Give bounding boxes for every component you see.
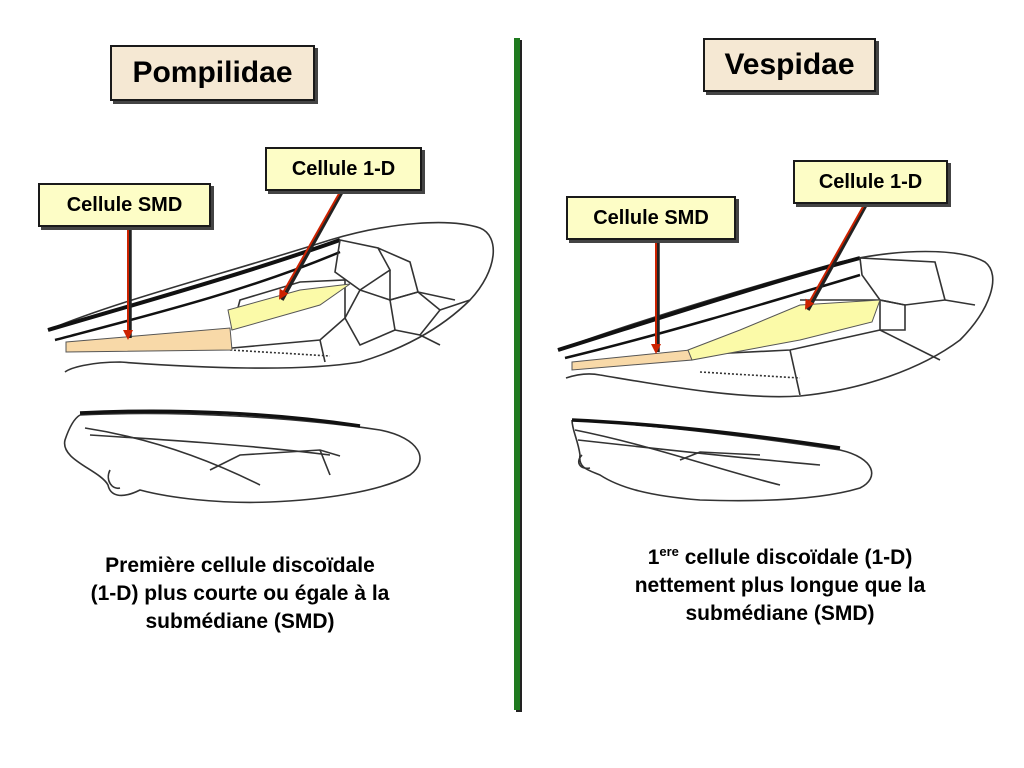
- pompilidae-smd-label-text: Cellule SMD: [66, 193, 183, 216]
- vespidae-caption-line-2: nettement plus longue que la: [634, 574, 926, 597]
- pompilidae-title-text: Pompilidae: [132, 56, 293, 89]
- pompilidae-smd-label: Cellule SMD: [38, 183, 211, 227]
- pompilidae-1d-arrow: [280, 191, 344, 301]
- pompilidae-caption-line-1: Première cellule discoïdale: [105, 554, 375, 577]
- vespidae-caption: 1ere cellule discoïdale (1-D) nettement …: [575, 538, 985, 628]
- vespidae-1d-cell: [687, 299, 881, 361]
- vespidae-smd-label: Cellule SMD: [566, 196, 736, 240]
- vespidae-hindwing: [571, 418, 873, 502]
- vespidae-caption-line-1: 1ere cellule discoïdale (1-D): [575, 538, 985, 572]
- pompilidae-caption-line-2: (1-D) plus courte ou égale à la: [90, 582, 390, 605]
- pompilidae-1d-label: Cellule 1-D: [265, 147, 422, 191]
- vespidae-caption-line-3: submédiane (SMD): [685, 602, 875, 625]
- pompilidae-caption-line-3: submédiane (SMD): [145, 610, 335, 633]
- vespidae-title: Vespidae: [703, 38, 876, 92]
- vespidae-caption-line-1-rest: cellule discoïdale (1-D): [678, 546, 913, 569]
- pompilidae-forewing: [47, 221, 494, 373]
- vespidae-caption-superscript: ere: [659, 544, 679, 559]
- vespidae-caption-number: 1: [647, 546, 660, 569]
- vespidae-1d-arrow: [806, 204, 868, 311]
- center-divider: [514, 38, 520, 710]
- vespidae-1d-label-text: Cellule 1-D: [818, 170, 923, 193]
- pompilidae-1d-label-text: Cellule 1-D: [291, 157, 396, 180]
- pompilidae-title: Pompilidae: [110, 45, 315, 101]
- pompilidae-smd-cell: [65, 327, 233, 353]
- vespidae-1d-label: Cellule 1-D: [793, 160, 948, 204]
- pompilidae-caption: Première cellule discoïdale (1-D) plus c…: [40, 552, 440, 636]
- vespidae-smd-label-text: Cellule SMD: [593, 206, 709, 229]
- vespidae-title-text: Vespidae: [724, 48, 855, 81]
- pompilidae-hindwing: [64, 409, 421, 504]
